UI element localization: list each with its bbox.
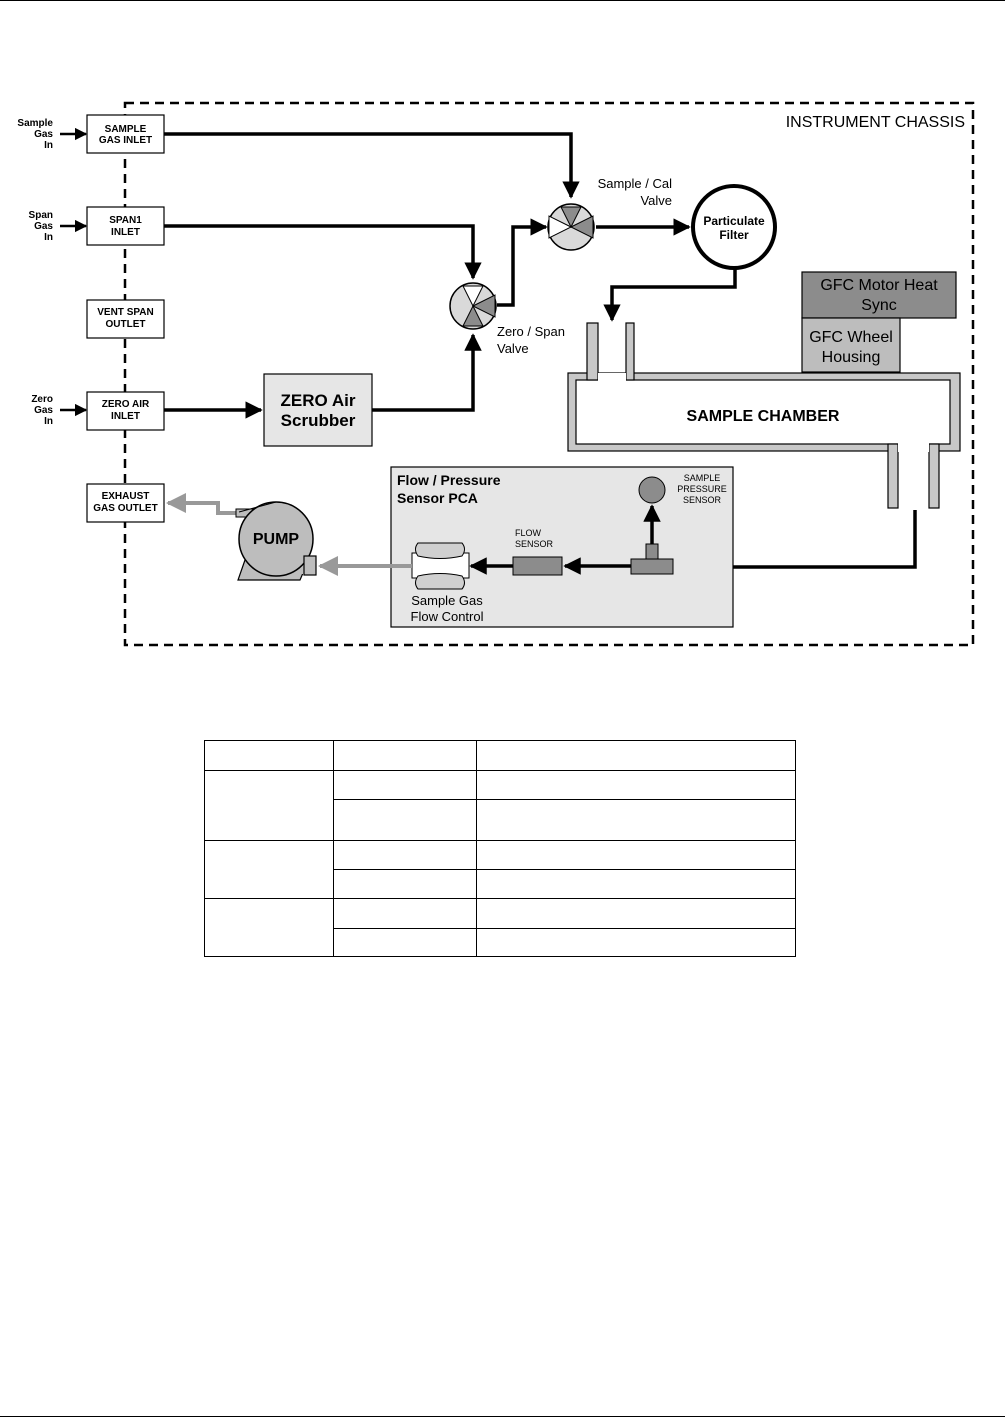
- flow-control-line1: Sample Gas: [411, 593, 483, 608]
- scrubber-line2: Scrubber: [281, 411, 356, 430]
- sample-inlet-line2: GAS INLET: [99, 135, 152, 146]
- gfc-wheel-line1: GFC Wheel: [809, 329, 893, 346]
- table-cell: [204, 740, 334, 771]
- span-line: [164, 224, 482, 280]
- gfc-wheel-line2: Housing: [822, 349, 881, 366]
- pneumatic-flow-diagram: INSTRUMENT CHASSIS Sample Gas In Span Ga…: [17, 101, 975, 647]
- table-cell: [333, 928, 477, 957]
- pressure-sensor-line1: SAMPLE: [684, 473, 721, 483]
- table-cell: [333, 799, 477, 841]
- table-cell: [333, 740, 477, 771]
- span-gas-in-line3: In: [44, 232, 53, 243]
- gfc-motor-line1: GFC Motor Heat: [820, 277, 938, 294]
- table-cell: [476, 928, 796, 957]
- table-row: [205, 928, 796, 957]
- pressure-sensor-line2: PRESSURE: [677, 484, 727, 494]
- table-cell: [476, 799, 796, 841]
- table-row: [204, 770, 796, 841]
- sample-gas-flow-control: Sample Gas Flow Control: [411, 542, 484, 624]
- sample-cal-valve: [547, 203, 595, 251]
- table-cell: [476, 740, 796, 771]
- table-cell: [204, 770, 334, 841]
- scrubber-line1: ZERO Air: [281, 391, 356, 410]
- exhaust-line2: GAS OUTLET: [93, 503, 157, 514]
- zero-span-valve-label-line1: Zero / Span: [497, 324, 565, 339]
- table-row: [204, 840, 796, 899]
- gfc-wheel-housing: GFC Wheel Housing: [801, 317, 901, 373]
- pca-title-line1: Flow / Pressure: [397, 472, 501, 488]
- vent-span-line1: VENT SPAN: [97, 307, 154, 318]
- pca-title-line2: Sensor PCA: [397, 490, 478, 506]
- table-cell: [476, 898, 796, 929]
- pump: PUMP: [235, 501, 317, 581]
- table-cell: [476, 770, 796, 800]
- particulate-filter: Particulate Filter: [691, 184, 777, 270]
- exhaust-line1: EXHAUST: [102, 491, 150, 502]
- zero-span-to-sample-cal-line: [497, 218, 548, 307]
- sample-inlet-line1: SAMPLE: [105, 124, 147, 135]
- footer-rule: [0, 1416, 1005, 1417]
- flow-control-line2: Flow Control: [411, 609, 484, 624]
- table-cell: [204, 840, 334, 899]
- filter-line1: Particulate: [703, 214, 765, 228]
- sample-gas-in-label: Sample Gas In: [17, 118, 53, 151]
- vent-span-outlet-port: VENT SPAN OUTLET: [86, 299, 165, 339]
- span1-inlet-port: SPAN1 INLET: [86, 206, 165, 246]
- zero-air-inlet-port: ZERO AIR INLET: [86, 391, 165, 431]
- sample-gas-in-line1: Sample: [17, 118, 53, 129]
- sample-cal-valve-label-line2: Valve: [640, 193, 672, 208]
- zero-gas-in-line3: In: [44, 416, 53, 427]
- table-row: [205, 869, 796, 899]
- zero-inlet-line1: ZERO AIR: [102, 399, 150, 410]
- zero-gas-in-label: Zero Gas In: [31, 394, 53, 427]
- instrument-chassis: [123, 101, 975, 647]
- table-cell: [476, 869, 796, 899]
- header-rule: [0, 0, 1005, 1]
- empty-table: [204, 740, 796, 957]
- table-row: [204, 740, 796, 771]
- table-cell: [333, 898, 477, 929]
- chamber-to-pca-line: [675, 510, 917, 576]
- gfc-motor-heat-sync: GFC Motor Heat Sync: [801, 271, 957, 319]
- zero-span-valve-label-line2: Valve: [497, 341, 529, 356]
- sample-gas-in-line2: Gas: [34, 129, 53, 140]
- table-cell: [333, 869, 477, 899]
- sample-cal-valve-label-line1: Sample / Cal: [598, 176, 673, 191]
- zero-gas-in-line1: Zero: [31, 394, 53, 405]
- table-row: [205, 799, 796, 841]
- table-row: [204, 898, 796, 957]
- pressure-sensor-line3: SENSOR: [683, 495, 722, 505]
- table-cell: [476, 840, 796, 870]
- zero-air-scrubber: ZERO Air Scrubber: [263, 373, 373, 447]
- exhaust-gas-outlet-port: EXHAUST GAS OUTLET: [86, 483, 165, 523]
- span-gas-in-line1: Span: [29, 210, 53, 221]
- flow-sensor-line1: FLOW: [515, 528, 542, 538]
- flow-sensor-line2: SENSOR: [515, 539, 554, 549]
- sample-line: [164, 132, 580, 199]
- sample-gas-inlet-port: SAMPLE GAS INLET: [86, 114, 165, 154]
- span-inlet-line1: SPAN1: [109, 215, 142, 226]
- span-inlet-line2: INLET: [111, 227, 140, 238]
- filter-to-chamber-line: [603, 268, 737, 322]
- filter-line2: Filter: [719, 228, 749, 242]
- span-gas-in-line2: Gas: [34, 221, 53, 232]
- zero-inlet-line2: INLET: [111, 411, 140, 422]
- gfc-motor-line2: Sync: [861, 297, 897, 314]
- scrubber-to-valve-line: [372, 333, 482, 412]
- vent-span-line2: OUTLET: [106, 319, 146, 330]
- sample-pressure-sensor: SAMPLE PRESSURE SENSOR: [638, 473, 727, 505]
- table-cell: [333, 840, 477, 870]
- pump-to-exhaust-line: [166, 493, 236, 515]
- zero-span-valve: [449, 282, 497, 330]
- table-cell: [204, 898, 334, 957]
- table-cell: [333, 770, 477, 800]
- zero-gas-in-line2: Gas: [34, 405, 53, 416]
- flow-sensor: FLOW SENSOR: [512, 528, 563, 576]
- pump-label: PUMP: [253, 531, 300, 548]
- chassis-label: INSTRUMENT CHASSIS: [786, 114, 965, 131]
- sample-chamber: SAMPLE CHAMBER: [567, 322, 961, 509]
- sample-gas-in-line3: In: [44, 140, 53, 151]
- sample-chamber-label: SAMPLE CHAMBER: [687, 408, 840, 425]
- span-gas-in-label: Span Gas In: [29, 210, 54, 243]
